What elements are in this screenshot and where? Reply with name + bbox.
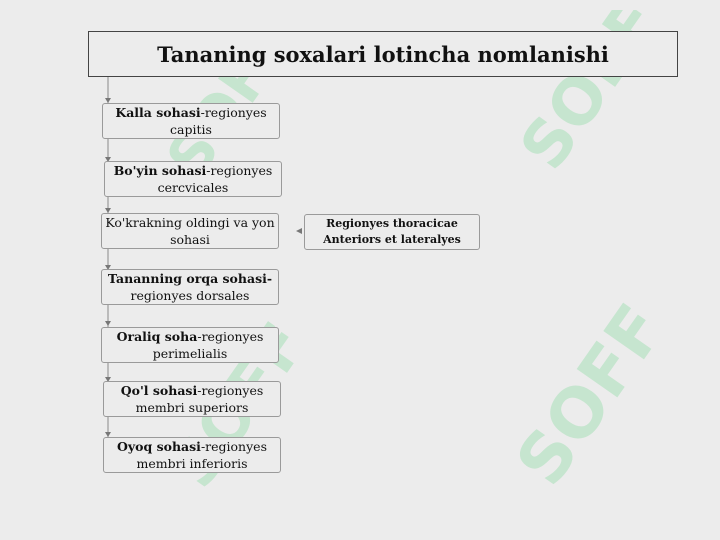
region-box-thoracic-latin: Regionyes thoracicae Anteriors et latera… bbox=[304, 214, 480, 250]
region-box-back: Tananning orqa sohasi- regionyes dorsale… bbox=[101, 269, 279, 305]
arrow-to-side-box bbox=[296, 228, 302, 234]
region-box-leg: Oyoq sohasi-regionyes membri inferioris bbox=[103, 437, 281, 473]
page-title: Tananing soxalari lotincha nomlanishi bbox=[88, 31, 678, 77]
region-box-neck: Bo'yin sohasi-regionyes cercvicales bbox=[104, 161, 282, 197]
region-box-perineum: Oraliq soha-regionyes perimelialis bbox=[101, 327, 279, 363]
region-box-head: Kalla sohasi-regionyes capitis bbox=[102, 103, 280, 139]
region-box-arm: Qo'l sohasi-regionyes membri superiors bbox=[103, 381, 281, 417]
region-box-chest: Ko'krakning oldingi va yon sohasi bbox=[101, 213, 279, 249]
